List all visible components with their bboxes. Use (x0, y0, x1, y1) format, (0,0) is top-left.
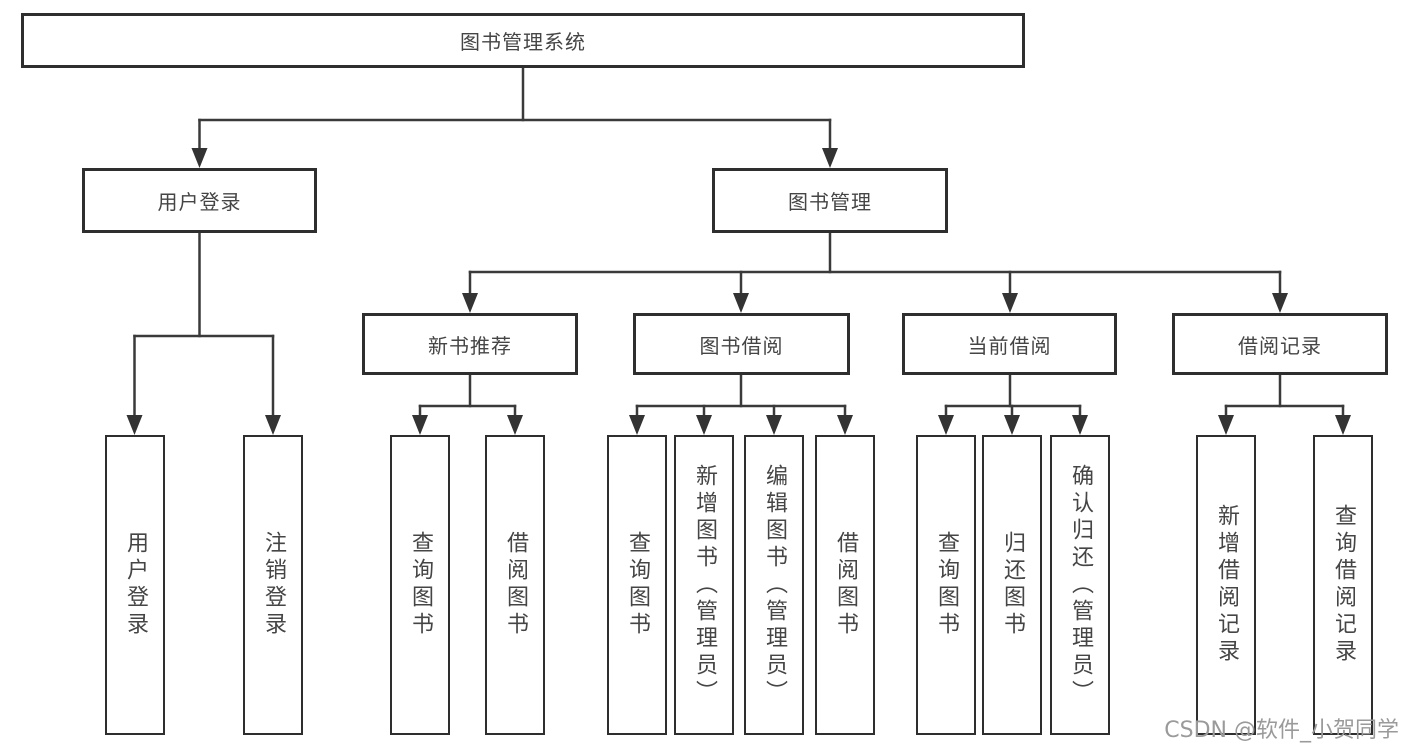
leaf-borrow-books-borrowing: 借阅图书 (815, 435, 875, 735)
node-book-management: 图书管理 (712, 168, 948, 233)
node-borrowing-records: 借阅记录 (1172, 313, 1388, 375)
arrowhead-icons (126, 148, 1351, 435)
leaf-return-books: 归还图书 (982, 435, 1042, 735)
leaf-label: 查询借阅记录 (1331, 504, 1356, 666)
leaf-query-books-borrowing: 查询图书 (607, 435, 667, 735)
node-label: 图书管理 (788, 190, 872, 214)
node-label: 当前借阅 (967, 333, 1052, 358)
leaf-label: 注销登录 (261, 531, 286, 639)
leaf-edit-books-admin: 编辑图书（管理员） (744, 435, 804, 735)
leaf-add-borrow-record: 新增借阅记录 (1196, 435, 1256, 735)
leaf-label: 借阅图书 (833, 531, 858, 639)
node-label: 借阅记录 (1238, 333, 1322, 358)
leaf-label: 新增图书（管理员） (692, 463, 717, 707)
node-label: 图书管理系统 (460, 30, 586, 54)
leaf-label: 用户登录 (123, 531, 148, 639)
leaf-label: 归还图书 (1000, 531, 1025, 639)
leaf-confirm-return-admin: 确认归还（管理员） (1050, 435, 1110, 735)
leaf-query-books-current: 查询图书 (916, 435, 976, 735)
leaf-label: 确认归还（管理员） (1068, 463, 1093, 707)
node-new-book-recommend: 新书推荐 (362, 313, 578, 375)
leaf-label: 编辑图书（管理员） (762, 463, 787, 707)
node-library-management-system: 图书管理系统 (21, 13, 1025, 68)
leaf-query-borrow-record: 查询借阅记录 (1313, 435, 1373, 735)
leaf-add-books-admin: 新增图书（管理员） (674, 435, 734, 735)
leaf-label: 查询图书 (625, 531, 650, 639)
leaf-label: 新增借阅记录 (1214, 504, 1239, 666)
node-current-borrowing: 当前借阅 (902, 313, 1117, 375)
leaf-query-books-newbooks: 查询图书 (390, 435, 450, 735)
node-label: 用户登录 (157, 190, 242, 214)
leaf-label: 借阅图书 (503, 531, 528, 639)
csdn-watermark: CSDN @软件_小贺同学 (1164, 718, 1399, 743)
node-label: 图书借阅 (699, 333, 784, 358)
leaf-logout: 注销登录 (243, 435, 303, 735)
leaf-label: 查询图书 (934, 531, 959, 639)
node-user-login: 用户登录 (82, 168, 317, 233)
leaf-user-login: 用户登录 (105, 435, 165, 735)
node-book-borrowing: 图书借阅 (633, 313, 850, 375)
node-label: 新书推荐 (428, 333, 512, 358)
leaf-label: 查询图书 (408, 531, 433, 639)
leaf-borrow-books-newbooks: 借阅图书 (485, 435, 545, 735)
